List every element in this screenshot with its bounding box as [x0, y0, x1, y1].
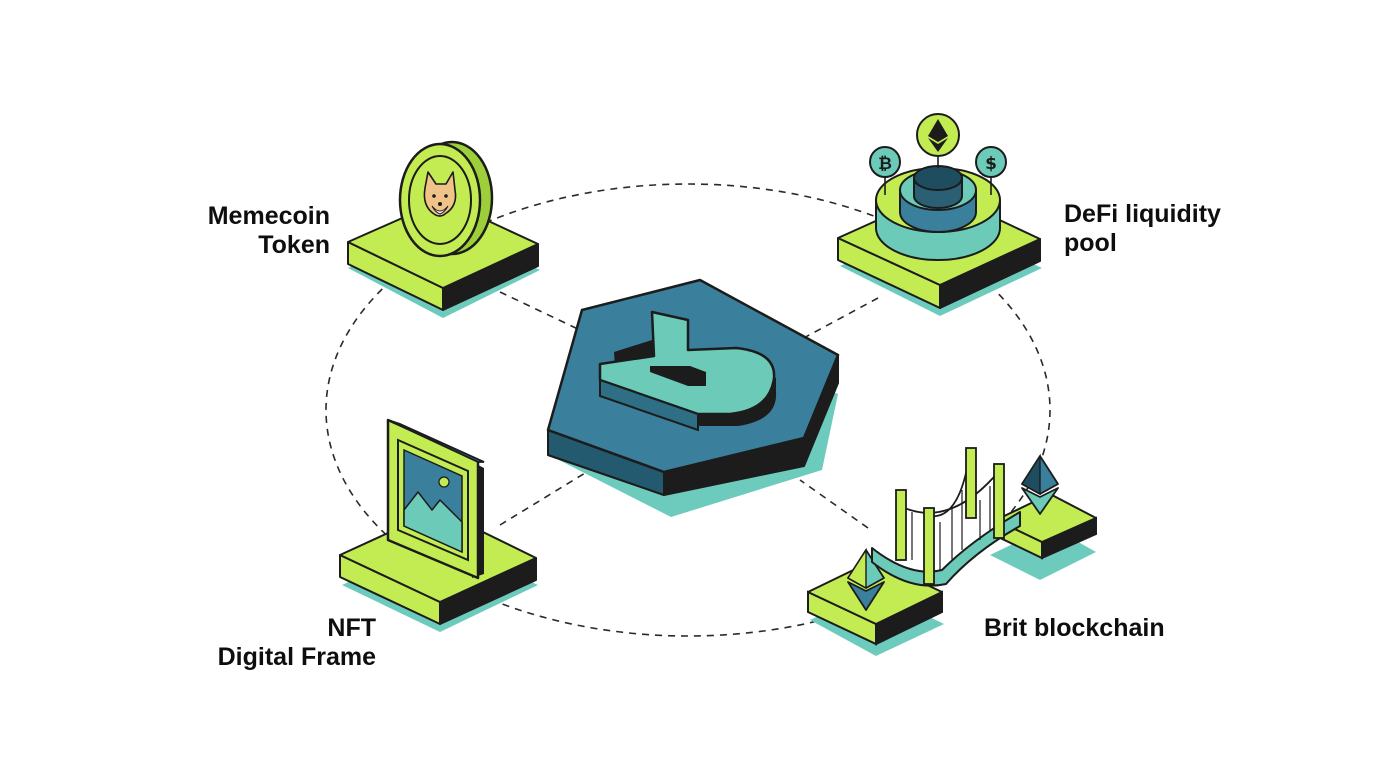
defi-label-line1: DeFi liquidity — [1064, 200, 1221, 228]
defi-node: ₿ $ — [837, 113, 1042, 316]
nft-label: NFT Digital Frame — [150, 614, 376, 672]
memecoin-label-line1: Memecoin — [207, 202, 330, 230]
connector-lines — [499, 291, 879, 529]
svg-text:₿: ₿ — [878, 154, 892, 174]
ethereum-crystal-right-icon — [1021, 453, 1059, 515]
defi-label: DeFi liquidity pool — [1064, 200, 1284, 258]
picture-frame-icon — [386, 418, 485, 580]
defi-label-line2: pool — [1064, 229, 1117, 257]
connector-defi — [799, 297, 879, 341]
nft-node — [339, 418, 538, 632]
memecoin-label-line2: Token — [258, 231, 330, 259]
dollar-icon: $ — [975, 146, 1007, 178]
nft-label-line2: Digital Frame — [217, 643, 376, 671]
nft-label-line1: NFT — [327, 614, 376, 642]
ethereum-icon — [916, 113, 960, 157]
connector-bridge — [799, 479, 869, 529]
bridge-node — [807, 447, 1097, 656]
center-hub — [546, 278, 840, 517]
shiba-coin-icon — [398, 140, 494, 258]
b-logo-icon — [598, 310, 777, 432]
svg-text:$: $ — [985, 154, 997, 174]
connector-memecoin — [499, 291, 581, 331]
bridge-label: Brit blockchain — [984, 614, 1224, 643]
bridge-label-line1: Brit blockchain — [984, 614, 1165, 642]
ethereum-crystal-left-icon — [847, 547, 885, 611]
orbit-ring — [325, 183, 1051, 637]
connector-nft — [499, 469, 591, 526]
memecoin-label: Memecoin Token — [150, 202, 330, 260]
bridge-icon — [871, 447, 1021, 587]
liquidity-pool-icon — [875, 165, 1001, 261]
memecoin-node — [347, 140, 540, 318]
bitcoin-icon: ₿ — [869, 146, 901, 178]
